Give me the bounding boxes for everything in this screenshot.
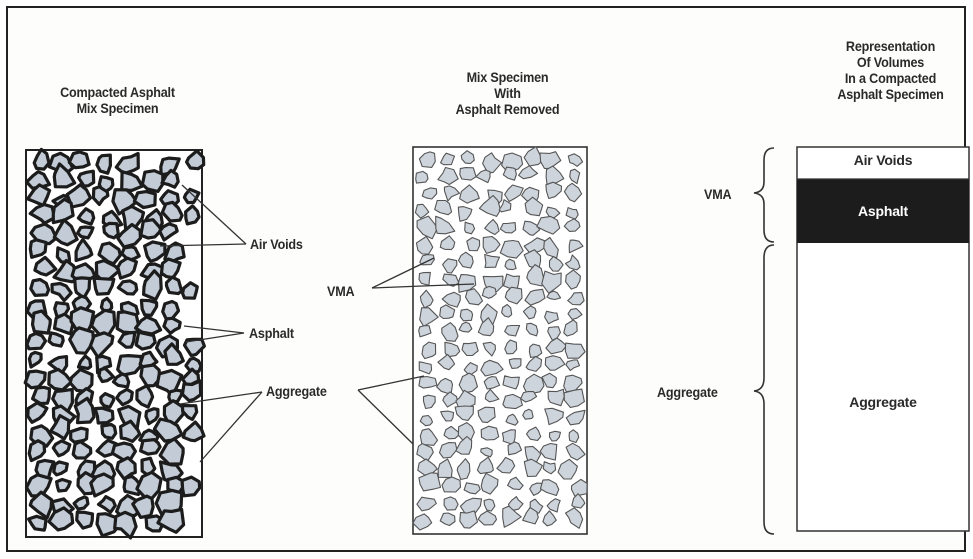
- volumes-title-line-2: Of Volumes: [812, 54, 970, 70]
- volumes-title-line-4: Asphalt Specimen: [812, 86, 970, 102]
- compacted-aggregate-grain: [167, 277, 182, 294]
- compacted-aggregate-grain: [101, 298, 111, 311]
- loose-aggregate-grain: [460, 168, 476, 181]
- compacted-aggregate-grain: [27, 333, 46, 348]
- volume-braces: [754, 148, 774, 534]
- volumes-title-line-3: In a Compacted: [812, 70, 970, 86]
- compacted-specimen: [25, 149, 204, 538]
- compacted-aggregate-grain: [182, 477, 200, 496]
- aggregate-block-label: Aggregate: [797, 394, 969, 410]
- loose-aggregate-grain: [419, 377, 437, 389]
- compacted-aggregate-grain: [101, 394, 114, 408]
- compacted-aggregate-grain: [33, 387, 50, 403]
- aggregate-leader-2: [200, 392, 262, 462]
- compacted-aggregate-grain: [78, 227, 93, 238]
- volumes-title: Representation Of Volumes In a Compacted…: [812, 38, 970, 102]
- removed-title-line-1: Mix Specimen: [429, 69, 587, 85]
- aggregate-label-left: Aggregate: [266, 383, 327, 399]
- volumes-title-line-1: Representation: [812, 38, 970, 54]
- aggregate-brace-label: Aggregate: [657, 384, 718, 400]
- compacted-aggregate-grain: [182, 381, 200, 401]
- vma-brace-label: VMA: [704, 186, 731, 202]
- compacted-title-line-1: Compacted Asphalt: [39, 84, 197, 100]
- aggregate-leader-4: [358, 390, 413, 444]
- removed-specimen: [413, 147, 587, 534]
- compacted-aggregate-grain: [97, 155, 111, 173]
- compacted-aggregate-grain: [71, 428, 88, 442]
- air-voids-label: Air Voids: [250, 236, 303, 252]
- compacted-aggregate-grain: [104, 223, 119, 238]
- loose-aggregate-grain: [460, 309, 472, 321]
- compacted-aggregate-grain: [49, 333, 63, 346]
- air-voids-block-label: Air Voids: [797, 152, 969, 168]
- loose-aggregate-grain: [509, 359, 521, 369]
- loose-aggregate-grain: [416, 171, 428, 183]
- compacted-aggregate-grain: [70, 328, 94, 353]
- asphalt-block-label: Asphalt: [797, 203, 969, 219]
- removed-title-line-2: With: [429, 85, 587, 101]
- compacted-title-line-2: Mix Specimen: [39, 100, 197, 116]
- removed-title: Mix Specimen With Asphalt Removed: [429, 69, 587, 117]
- compacted-aggregate-grain: [119, 332, 135, 347]
- vma-label-mid: VMA: [327, 283, 354, 299]
- compacted-aggregate-grain: [134, 192, 155, 208]
- compacted-aggregate-grain: [31, 280, 49, 296]
- asphalt-label: Asphalt: [249, 325, 294, 341]
- loose-aggregate-grain: [467, 238, 480, 251]
- compacted-aggregate-grain: [94, 278, 114, 294]
- compacted-aggregate-grain: [57, 480, 71, 492]
- compacted-aggregate-grain: [136, 332, 155, 349]
- loose-aggregate-grain: [481, 426, 499, 440]
- compacted-aggregate-grain: [142, 171, 162, 192]
- compacted-aggregate-grain: [30, 240, 46, 257]
- aggregate-brace: [754, 245, 774, 534]
- compacted-aggregate-grain: [186, 206, 199, 224]
- compacted-aggregate-grain: [137, 386, 153, 407]
- compacted-aggregate-grain: [141, 300, 156, 315]
- compacted-aggregate-grain: [141, 440, 161, 455]
- removed-title-line-3: Asphalt Removed: [429, 101, 587, 117]
- compacted-title: Compacted Asphalt Mix Specimen: [39, 84, 197, 116]
- compacted-aggregate-grain: [69, 152, 89, 168]
- vma-brace: [754, 148, 774, 242]
- compacted-aggregate-grain: [102, 425, 116, 439]
- compacted-aggregate-grain: [95, 408, 113, 423]
